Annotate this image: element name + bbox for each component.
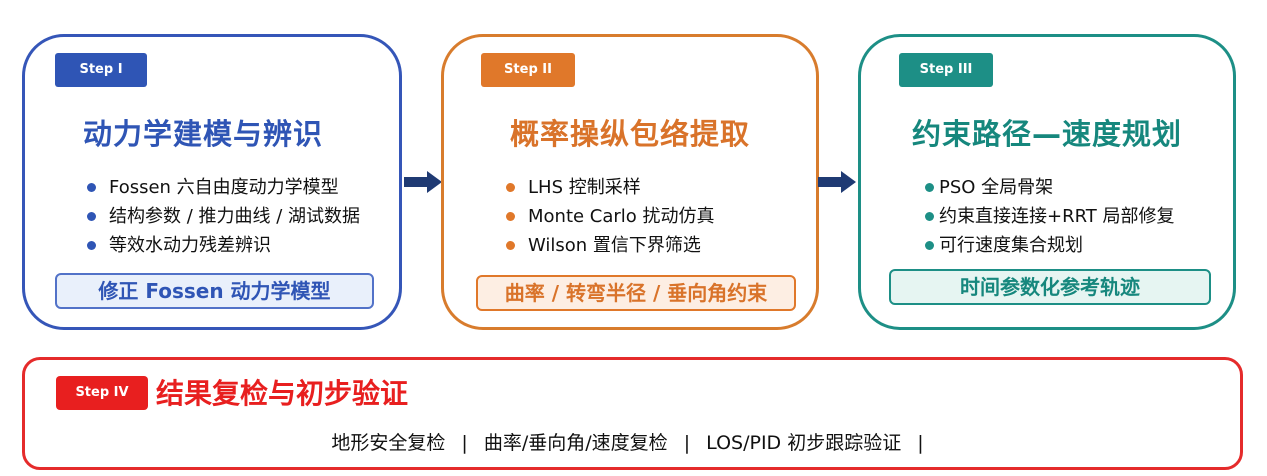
step-2-bullet: LHS 控制采样 <box>506 173 715 202</box>
step-1-bullet: 等效水动力残差辨识 <box>87 231 360 260</box>
separator: | <box>461 432 468 454</box>
step-2-card: Step II 概率操纵包络提取 LHS 控制采样 Monte Carlo 扰动… <box>441 34 819 330</box>
bullet-dot-icon <box>925 241 934 250</box>
bullet-dot-icon <box>87 212 96 221</box>
bullet-dot-icon <box>925 212 934 221</box>
step-1-bullet: 结构参数 / 推力曲线 / 湖试数据 <box>87 202 360 231</box>
separator: | <box>683 432 691 454</box>
step-4-check-list: 地形安全复检 | 曲率/垂向角/速度复检 | LOS/PID 初步跟踪验证 | <box>25 428 1240 455</box>
step-2-title: 概率操纵包络提取 <box>509 117 750 151</box>
step-2-bullet: Monte Carlo 扰动仿真 <box>506 202 715 231</box>
separator: | <box>917 432 924 454</box>
bullet-dot-icon <box>87 183 96 192</box>
step-2-bullet: Wilson 置信下界筛选 <box>506 231 715 260</box>
step-3-output-box: 时间参数化参考轨迹 <box>889 269 1211 305</box>
right-arrow-icon <box>818 171 856 193</box>
right-arrow-icon <box>404 171 442 193</box>
step-3-bullet-list: PSO 全局骨架 约束直接连接+RRT 局部修复 可行速度集合规划 <box>925 173 1175 260</box>
step-2-bullet-list: LHS 控制采样 Monte Carlo 扰动仿真 Wilson 置信下界筛选 <box>506 173 715 260</box>
step-1-badge: Step I <box>55 53 147 87</box>
step-1-bullet-list: Fossen 六自由度动力学模型 结构参数 / 推力曲线 / 湖试数据 等效水动… <box>87 173 360 260</box>
step-1-title: 动力学建模与辨识 <box>83 117 324 151</box>
step-1-card: Step I 动力学建模与辨识 Fossen 六自由度动力学模型 结构参数 / … <box>22 34 402 330</box>
step-2-badge: Step II <box>481 53 575 87</box>
step-3-bullet: 约束直接连接+RRT 局部修复 <box>925 202 1175 231</box>
bullet-dot-icon <box>506 183 515 192</box>
step-4-title: 结果复检与初步验证 <box>156 377 409 410</box>
step-4-check-item: 地形安全复检 <box>331 432 446 454</box>
step-4-check-item: LOS/PID 初步跟踪验证 <box>706 432 902 454</box>
step-1-bullet: Fossen 六自由度动力学模型 <box>87 173 360 202</box>
step-3-bullet: PSO 全局骨架 <box>925 173 1175 202</box>
step-3-bullet: 可行速度集合规划 <box>925 231 1175 260</box>
step-3-badge: Step III <box>899 53 993 87</box>
bullet-dot-icon <box>87 241 96 250</box>
bullet-dot-icon <box>925 183 934 192</box>
bullet-dot-icon <box>506 241 515 250</box>
step-2-output-box: 曲率 / 转弯半径 / 垂向角约束 <box>476 275 796 311</box>
step-4-card: Step IV 结果复检与初步验证 地形安全复检 | 曲率/垂向角/速度复检 |… <box>22 357 1243 470</box>
step-3-card: Step III 约束路径—速度规划 PSO 全局骨架 约束直接连接+RRT 局… <box>858 34 1236 330</box>
bullet-dot-icon <box>506 212 515 221</box>
step-4-badge: Step IV <box>56 376 148 410</box>
step-4-check-item: 曲率/垂向角/速度复检 <box>483 432 668 454</box>
step-3-title: 约束路径—速度规划 <box>911 117 1182 151</box>
step-1-output-box: 修正 Fossen 动力学模型 <box>55 273 374 309</box>
